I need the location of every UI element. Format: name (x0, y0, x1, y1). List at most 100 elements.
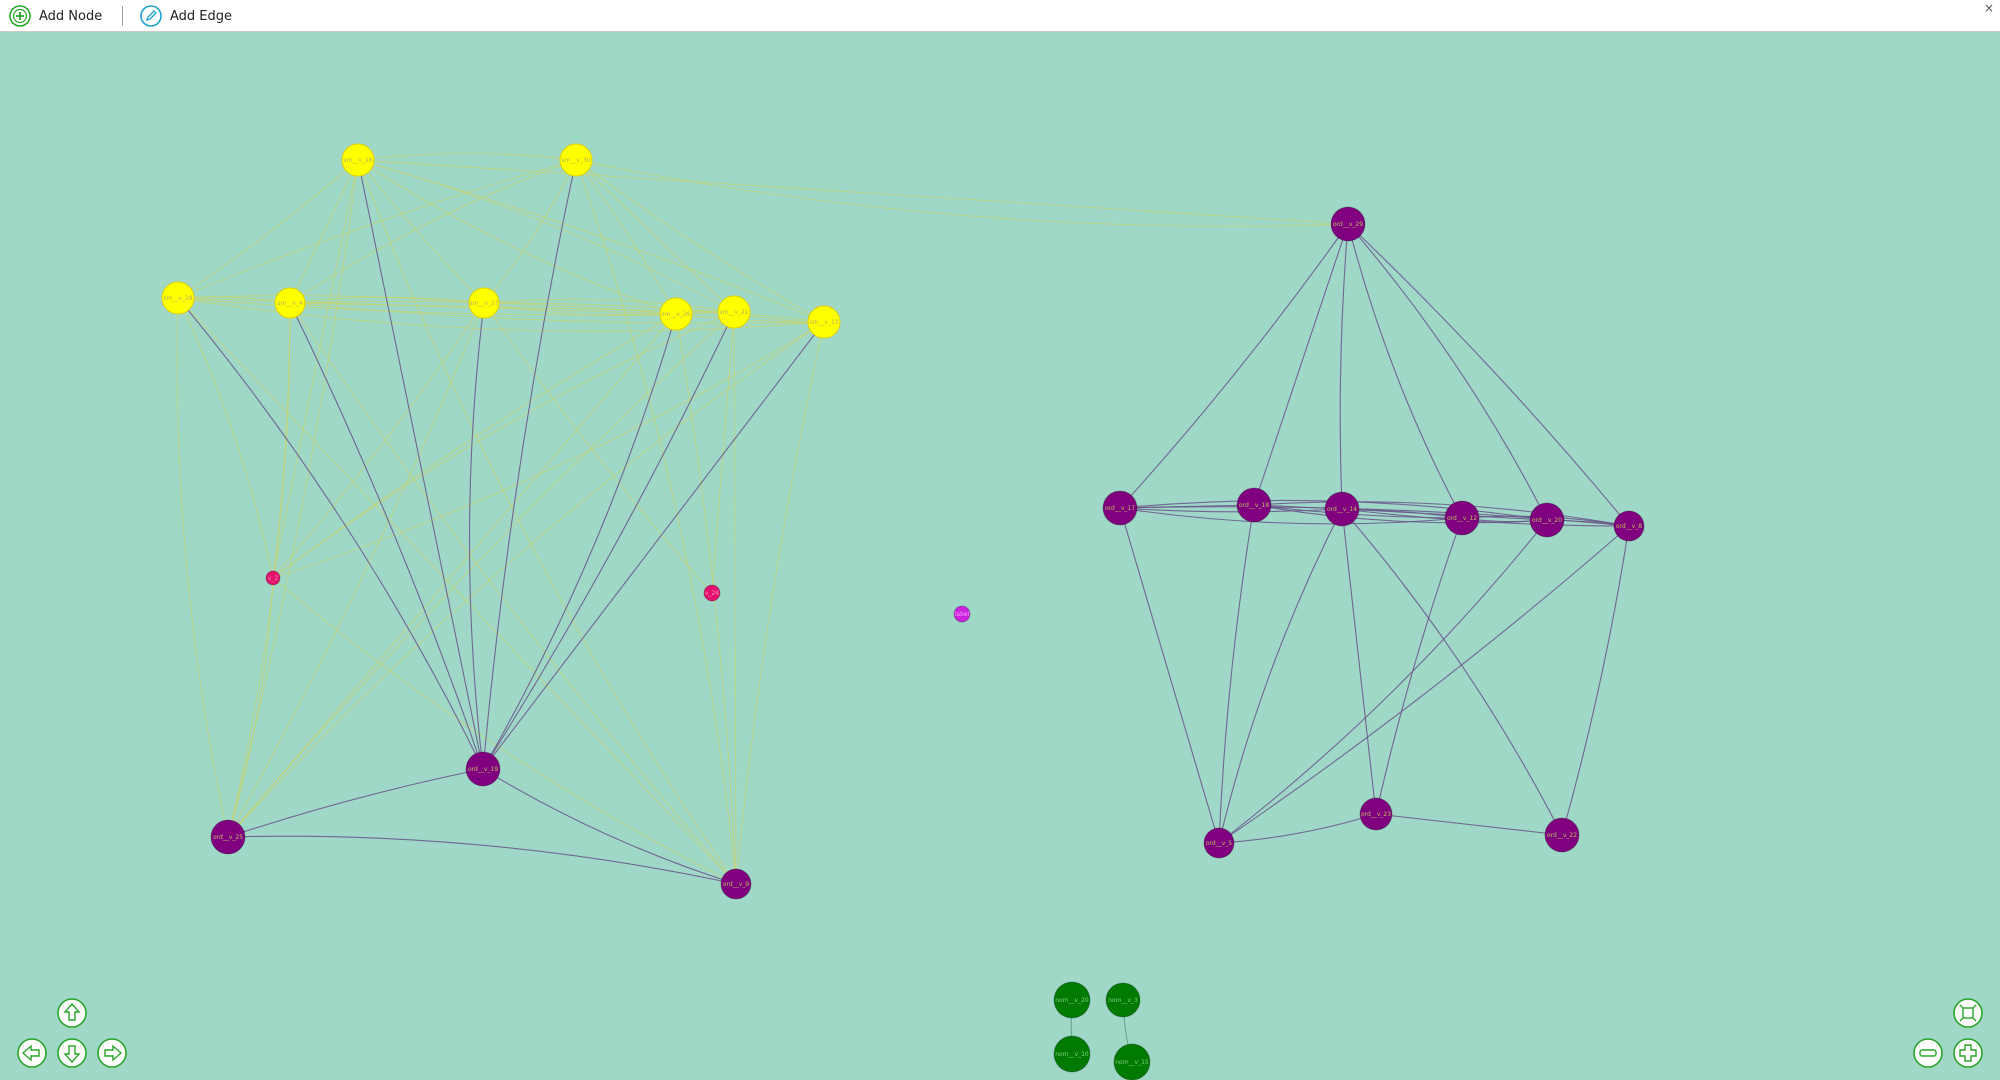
node-circle[interactable] (1330, 206, 1366, 242)
graph-edge[interactable] (227, 321, 825, 838)
graph-edge[interactable] (482, 311, 735, 770)
node-circle[interactable] (1053, 1035, 1091, 1073)
graph-edge[interactable] (176, 297, 229, 838)
graph-edge[interactable] (357, 159, 1349, 225)
node-circle[interactable] (1444, 500, 1480, 536)
close-button[interactable]: × (1983, 1, 1994, 15)
graph-edge[interactable] (272, 321, 825, 579)
graph-node[interactable]: ord__v_25 (210, 819, 246, 855)
graph-edge[interactable] (482, 321, 825, 770)
graph-edge[interactable] (1218, 508, 1343, 844)
graph-node[interactable]: ord__v_14 (1324, 491, 1360, 527)
zoom-in-icon[interactable] (1952, 1037, 1984, 1069)
graph-edge[interactable] (289, 159, 359, 304)
graph-edge[interactable] (1119, 223, 1349, 509)
graph-edge[interactable] (1119, 507, 1343, 513)
graph-edge[interactable] (272, 311, 735, 579)
add-edge-button[interactable]: Add Edge (139, 3, 232, 29)
graph-edge[interactable] (177, 297, 484, 770)
graph-edge[interactable] (1341, 508, 1630, 527)
node-circle[interactable] (210, 819, 246, 855)
graph-node[interactable]: ord__v_12 (1444, 500, 1480, 536)
graph-edge[interactable] (1561, 525, 1630, 836)
graph-edge[interactable] (733, 311, 737, 885)
graph-edge[interactable] (1347, 223, 1463, 519)
add-node-button[interactable]: Add Node (8, 3, 102, 29)
arrow-up-icon[interactable] (56, 997, 88, 1029)
graph-node[interactable]: ord__v_5 (1203, 827, 1235, 859)
graph-node[interactable]: ord__v_17 (1102, 490, 1138, 526)
graph-node[interactable]: nom__v_15 (1113, 1043, 1151, 1080)
graph-edge[interactable] (1253, 223, 1349, 506)
graph-edge[interactable] (575, 159, 737, 885)
graph-edge[interactable] (1218, 813, 1377, 844)
graph-edge[interactable] (575, 159, 1349, 227)
graph-edge[interactable] (227, 577, 274, 838)
node-circle[interactable] (1105, 982, 1141, 1018)
graph-edge[interactable] (272, 577, 737, 885)
graph-edge[interactable] (357, 159, 825, 323)
graph-edge[interactable] (575, 159, 677, 315)
graph-edge[interactable] (357, 159, 737, 885)
node-circle[interactable] (1236, 487, 1272, 523)
graph-node[interactable]: sm__v_28 (161, 281, 195, 315)
graph-edge[interactable] (482, 768, 737, 885)
node-circle[interactable] (1203, 827, 1235, 859)
graph-edge[interactable] (1218, 525, 1630, 844)
graph-edge[interactable] (289, 159, 577, 304)
graph-edge[interactable] (1375, 813, 1563, 836)
graph-edge[interactable] (177, 297, 737, 885)
graph-edge[interactable] (1119, 507, 1463, 525)
graph-edge[interactable] (227, 311, 735, 838)
graph-node[interactable]: v_2 (265, 570, 281, 586)
graph-edge[interactable] (289, 296, 485, 304)
graph-edge[interactable] (482, 159, 577, 770)
graph-node[interactable]: sm__v_27 (468, 287, 500, 319)
graph-edge[interactable] (227, 313, 677, 838)
graph-edge[interactable] (177, 297, 735, 316)
node-circle[interactable] (559, 143, 593, 177)
graph-edge[interactable] (735, 321, 825, 885)
graph-node[interactable]: ord__v_18 (1236, 487, 1272, 523)
node-circle[interactable] (468, 287, 500, 319)
graph-edge[interactable] (483, 159, 577, 304)
graph-edge[interactable] (1375, 517, 1463, 815)
graph-node[interactable]: ord__v_29 (1330, 206, 1366, 242)
graph-edge[interactable] (483, 302, 677, 317)
graph-node[interactable]: v_24 (703, 584, 721, 602)
graph-edge[interactable] (483, 298, 735, 313)
zoom-out-icon[interactable] (1912, 1037, 1944, 1069)
graph-node[interactable]: ord__v_22 (1544, 817, 1580, 853)
graph-edge[interactable] (1339, 223, 1349, 510)
graph-edge[interactable] (357, 153, 577, 161)
node-circle[interactable] (659, 297, 693, 331)
graph-edge[interactable] (227, 159, 359, 838)
graph-edge[interactable] (1218, 504, 1255, 844)
graph-node[interactable]: ord__v_23 (1359, 797, 1393, 831)
node-circle[interactable] (1529, 502, 1565, 538)
graph-edge[interactable] (1218, 519, 1548, 844)
graph-edge[interactable] (272, 302, 485, 579)
graph-edge[interactable] (357, 159, 484, 770)
node-circle[interactable] (265, 570, 281, 586)
fit-screen-icon[interactable] (1952, 997, 1984, 1029)
arrow-left-icon[interactable] (16, 1037, 48, 1069)
node-circle[interactable] (1113, 1043, 1151, 1080)
graph-node[interactable]: ord__v_9 (720, 868, 752, 900)
graph-node[interactable]: sm__v_21 (717, 295, 751, 329)
node-circle[interactable] (1102, 490, 1138, 526)
graph-edge[interactable] (177, 297, 274, 579)
graph-node[interactable]: sm__v_30 (559, 143, 593, 177)
node-circle[interactable] (341, 143, 375, 177)
graph-node[interactable]: ord__v_19 (465, 751, 501, 787)
graph-node[interactable]: label (953, 605, 971, 623)
arrow-right-icon[interactable] (96, 1037, 128, 1069)
graph-edge[interactable] (1119, 507, 1220, 844)
graph-edge[interactable] (357, 159, 485, 304)
graph-edge[interactable] (483, 302, 713, 594)
graph-edge[interactable] (289, 302, 484, 770)
node-circle[interactable] (1324, 491, 1360, 527)
node-circle[interactable] (274, 287, 306, 319)
node-circle[interactable] (703, 584, 721, 602)
